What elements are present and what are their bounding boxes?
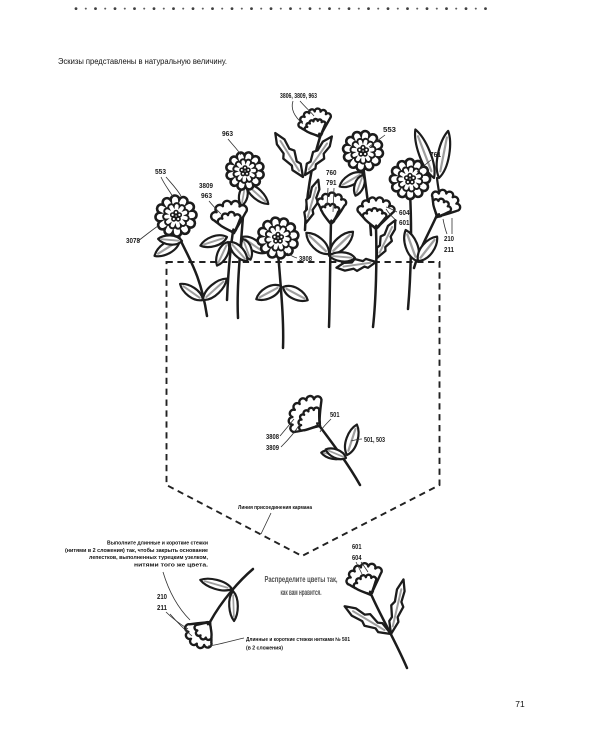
- svg-text:3808: 3808: [299, 254, 312, 263]
- svg-text:Выполните длинные и короткие с: Выполните длинные и короткие стежки: [107, 541, 208, 547]
- svg-text:Распределите цветы так,: Распределите цветы так,: [265, 574, 338, 584]
- svg-text:лепестков, выполненных турецки: лепестков, выполненных турецким узелком,: [89, 555, 209, 561]
- svg-text:501, 503: 501, 503: [364, 435, 385, 444]
- svg-text:963: 963: [222, 129, 233, 138]
- svg-text:Длинные и короткие стежки нитк: Длинные и короткие стежки нитками № 501: [246, 637, 350, 643]
- svg-text:Линия присоединения кармана: Линия присоединения кармана: [238, 505, 312, 511]
- svg-text:553: 553: [155, 167, 166, 176]
- svg-text:3806, 3809, 963: 3806, 3809, 963: [280, 91, 317, 100]
- svg-text:604: 604: [352, 553, 362, 562]
- svg-text:210: 210: [157, 592, 167, 601]
- svg-text:963: 963: [201, 191, 212, 200]
- svg-text:3809: 3809: [266, 443, 279, 452]
- svg-text:553: 553: [383, 125, 396, 134]
- svg-text:3078: 3078: [126, 236, 140, 245]
- svg-text:791: 791: [326, 178, 337, 187]
- svg-text:601: 601: [352, 542, 362, 551]
- svg-text:210: 210: [444, 234, 454, 243]
- svg-text:760: 760: [326, 168, 337, 177]
- svg-text:(нитями в 2 сложения) так, что: (нитями в 2 сложения) так, чтобы закрыть…: [65, 547, 208, 554]
- svg-text:601: 601: [399, 218, 410, 227]
- svg-text:761: 761: [430, 150, 442, 159]
- svg-text:3809: 3809: [199, 181, 213, 190]
- svg-text:604: 604: [399, 208, 410, 217]
- svg-text:нитями того же цвета.: нитями того же цвета.: [134, 562, 209, 568]
- svg-text:3808: 3808: [266, 432, 279, 441]
- svg-text:Эскизы представлены в натураль: Эскизы представлены в натуральную величи…: [58, 56, 227, 66]
- svg-text:как вам нравится.: как вам нравится.: [281, 587, 322, 597]
- svg-text:71: 71: [515, 699, 525, 709]
- svg-text:(в 2 сложения): (в 2 сложения): [246, 646, 283, 652]
- svg-text:211: 211: [157, 603, 168, 612]
- svg-text:211: 211: [444, 245, 455, 254]
- svg-text:501: 501: [330, 410, 340, 419]
